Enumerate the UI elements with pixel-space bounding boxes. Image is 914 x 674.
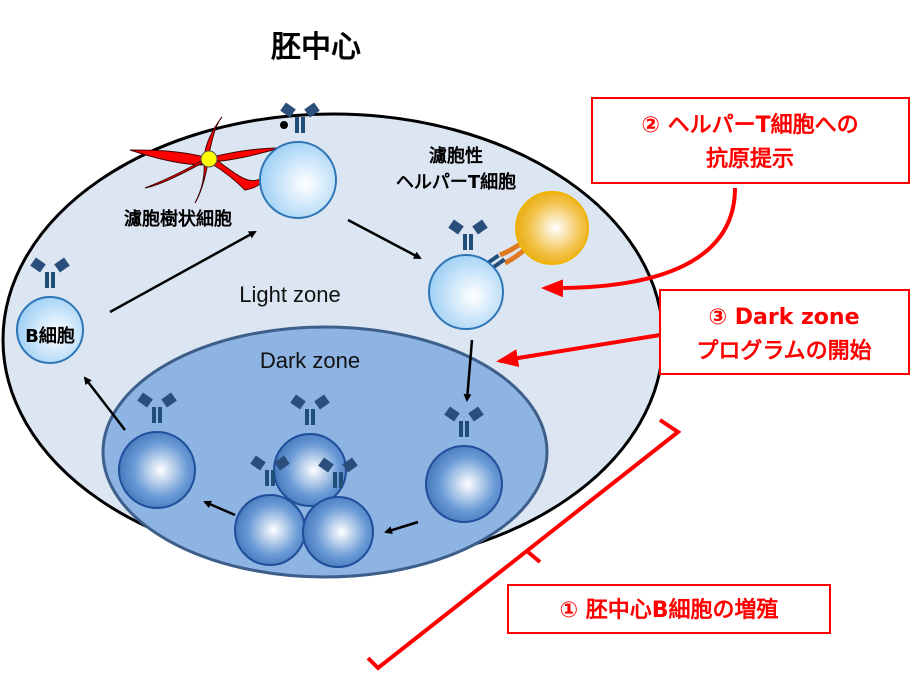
callout-step2: ② ヘルパーT細胞への 抗原提示 xyxy=(591,97,910,184)
antigen-capturing-b-cell-icon xyxy=(259,102,337,219)
tfh-label-line1: 濾胞性 xyxy=(429,145,483,167)
centroblast-icon xyxy=(425,406,503,523)
dark-zone-program-arrow-icon xyxy=(496,333,661,367)
light-zone-label: Light zone xyxy=(239,282,341,307)
presenting-b-cell-icon xyxy=(428,219,506,330)
step3-line2: プログラムの開始 xyxy=(696,338,871,364)
step2-line1: ② ヘルパーT細胞への xyxy=(641,112,858,138)
antigen-presentation-arrow-icon xyxy=(541,187,737,298)
dark-zone-label: Dark zone xyxy=(260,348,360,373)
b-cell-icon xyxy=(16,257,84,364)
b-cell-label: B細胞 xyxy=(25,325,75,347)
fdc-label: 濾胞樹状細胞 xyxy=(124,208,232,230)
centroblast-icon xyxy=(118,392,196,509)
step2-line2: 抗原提示 xyxy=(706,146,794,172)
proliferation-bracket-icon xyxy=(366,418,682,671)
diagram-title: 胚中心 xyxy=(271,30,361,65)
step3-line1: ③ Dark zone xyxy=(708,305,859,330)
helper-t-cell-icon xyxy=(499,191,589,266)
cycle-arrows-icon xyxy=(83,218,474,535)
callout-step1: ① 胚中心B細胞の増殖 xyxy=(507,584,831,634)
callout-step3: ③ Dark zone プログラムの開始 xyxy=(659,289,910,375)
centroblast-icon xyxy=(302,457,374,568)
step1-text: ① 胚中心B細胞の増殖 xyxy=(559,597,778,623)
tfh-label-line2: ヘルパーT細胞 xyxy=(396,171,516,193)
